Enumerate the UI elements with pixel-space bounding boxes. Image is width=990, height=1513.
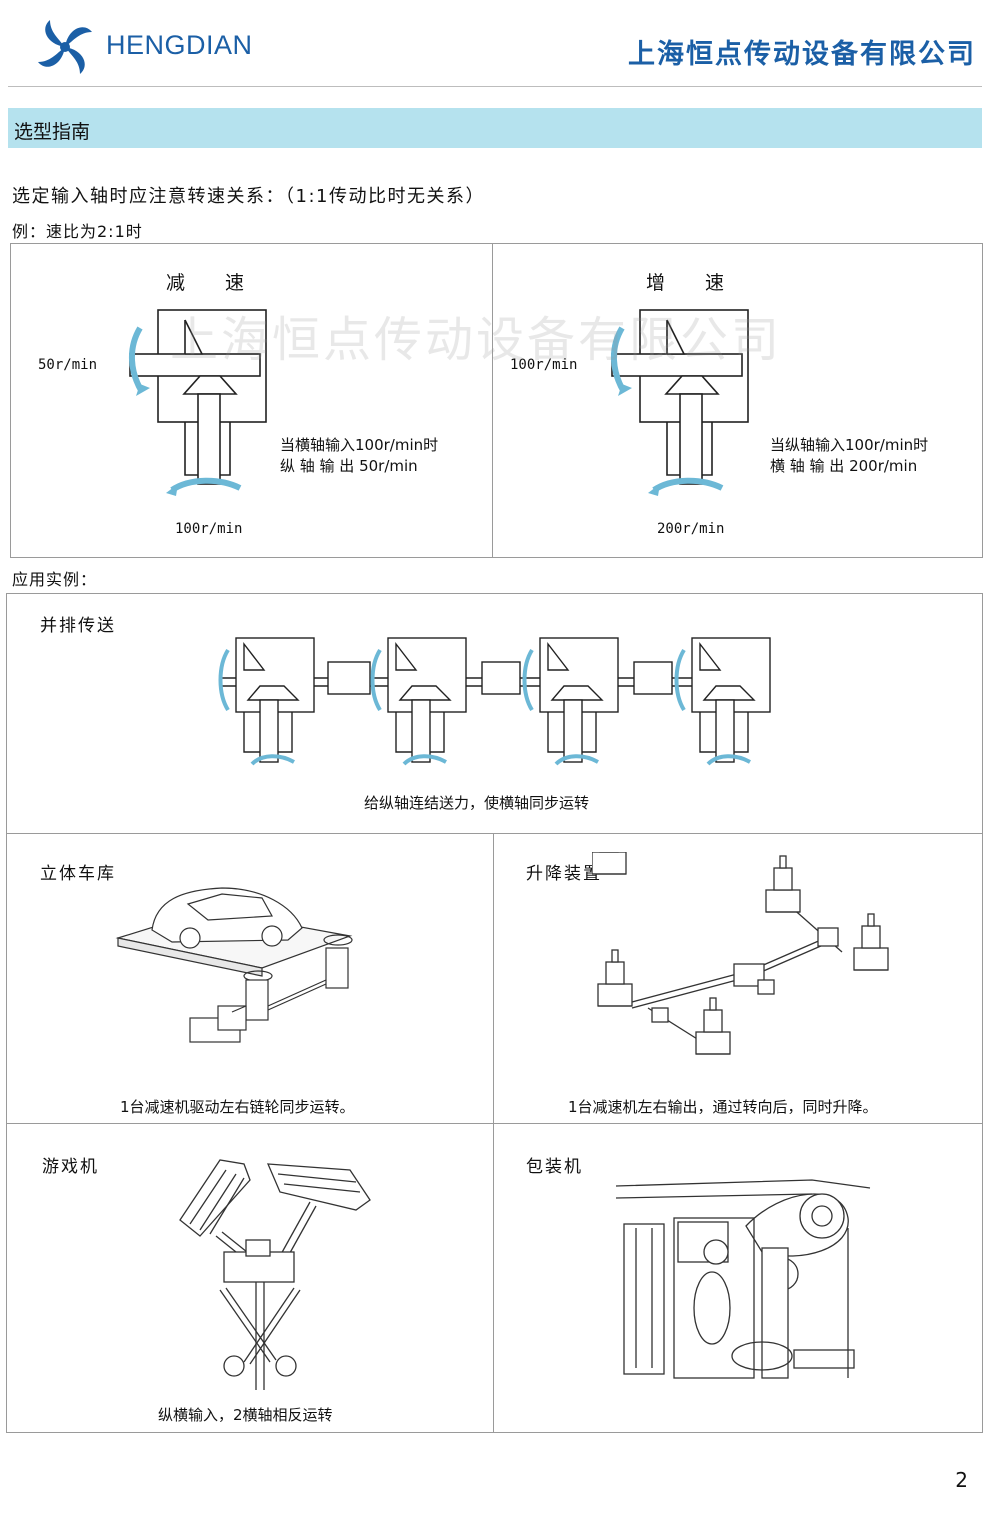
increase-gearbox-diagram — [610, 309, 749, 496]
apps-label: 应用实例： — [12, 570, 98, 589]
app-lifting-title: 升降装置 — [526, 864, 602, 884]
app-lifting-caption: 1台减速机左右输出，通过转向后，同时升降。 — [568, 1098, 878, 1116]
reduction-input-speed: 50r/min — [38, 357, 98, 373]
example-label: 例：速比为2:1时 — [12, 222, 143, 241]
reduction-note-2: 纵 轴 输 出 50r/min — [280, 457, 418, 475]
reduction-note-1: 当横轴输入100r/min时 — [280, 436, 439, 454]
increase-note-2: 横 轴 输 出 200r/min — [770, 457, 918, 475]
brand-name: HENGDIAN — [106, 30, 253, 60]
parallel-transmission-diagram — [218, 637, 771, 766]
reduction-gearbox-diagram — [128, 309, 267, 496]
speed-box-divider — [492, 243, 493, 558]
section-bar — [8, 108, 982, 148]
parking-garage-illustration — [115, 887, 353, 1043]
page-number: 2 — [955, 1468, 968, 1492]
hengdian-logo-icon — [38, 20, 92, 74]
watermark: 上海恒点传动设备有限公司 — [170, 312, 783, 368]
section-title: 选型指南 — [14, 121, 91, 143]
app-game-title: 游戏机 — [42, 1157, 99, 1177]
increase-title: 增速 — [646, 272, 765, 294]
company-name: 上海恒点传动设备有限公司 — [628, 39, 976, 70]
reduction-output-speed: 100r/min — [175, 521, 243, 537]
header: HENGDIAN 上海恒点传动设备有限公司 — [0, 0, 990, 90]
lifting-device-illustration — [592, 852, 889, 1055]
apps-row-divider-1 — [6, 833, 983, 834]
app-parallel-title: 并排传送 — [40, 616, 116, 636]
app-parallel-caption: 给纵轴连结送力，使横轴同步运转 — [364, 794, 590, 812]
increase-output-speed: 200r/min — [657, 521, 725, 537]
apps-row-divider-2 — [6, 1123, 983, 1124]
header-divider — [8, 86, 982, 87]
intro-text: 选定输入轴时应注意转速关系：（1:1传动比时无关系） — [12, 186, 485, 207]
apps-box — [6, 593, 983, 1433]
speed-diagram-box — [10, 243, 983, 558]
packaging-machine-illustration — [615, 1179, 871, 1379]
app-garage-caption: 1台减速机驱动左右链轮同步运转。 — [120, 1098, 355, 1116]
reduction-title: 减速 — [166, 272, 285, 294]
app-game-caption: 纵横输入，2横轴相反运转 — [158, 1406, 333, 1424]
apps-col-divider — [493, 833, 494, 1433]
increase-note-1: 当纵轴输入100r/min时 — [770, 436, 929, 454]
app-packaging-title: 包装机 — [526, 1157, 583, 1177]
game-machine-illustration — [179, 1159, 371, 1390]
increase-input-speed: 100r/min — [510, 357, 578, 373]
app-garage-title: 立体车库 — [40, 864, 116, 884]
